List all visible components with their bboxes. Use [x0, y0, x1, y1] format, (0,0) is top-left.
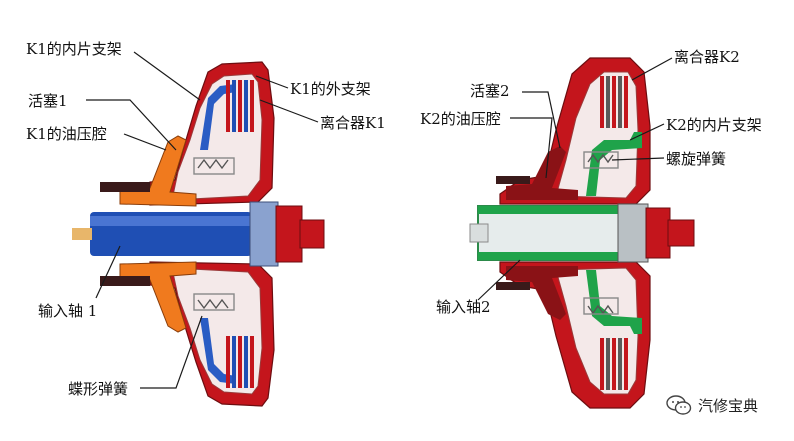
k2-spring-bottom — [583, 297, 619, 315]
label-input-shaft1: 输入轴 1 — [38, 302, 98, 320]
k1-outer-carrier-bottom — [200, 318, 236, 384]
label-clutch-k2: 离合器K2 — [674, 48, 740, 66]
input-shaft-1-highlight — [90, 216, 252, 226]
k2-inner-carrier-bottom — [586, 270, 642, 334]
k2-piston-top — [506, 146, 578, 200]
label-coil-spring: 螺旋弹簧 — [666, 150, 727, 168]
leader-k1-oil-chamber — [123, 133, 167, 151]
k1-hub — [249, 201, 279, 267]
k1-output-flange — [275, 205, 303, 263]
leader-clutch-k1 — [259, 99, 319, 123]
k1-hub-plate-top — [100, 182, 150, 192]
k2-piston-bottom — [506, 266, 578, 320]
label-piston1: 活塞1 — [28, 92, 68, 110]
label-clutch-k1: 离合器K1 — [320, 114, 386, 132]
k2-clutch-pack-bottom — [600, 338, 628, 390]
k2-hub-plate-bottom — [496, 282, 530, 290]
leader-k1-inner-carrier — [133, 51, 201, 101]
k2-output-stub — [667, 219, 695, 247]
input-shaft-2 — [477, 205, 639, 261]
k2-output-flange — [645, 207, 671, 259]
label-input-shaft2: 输入轴2 — [436, 298, 491, 316]
label-k2-oil-chamber: K2的油压腔 — [420, 110, 501, 128]
k2-inner-carrier-top — [586, 132, 642, 196]
k2-clutch-assembly — [469, 57, 695, 409]
leader-piston2 — [522, 91, 561, 149]
k2-splined-hub — [617, 203, 649, 263]
wechat-icon — [666, 395, 692, 415]
leader-piston1 — [86, 99, 177, 151]
leader-input-shaft1 — [95, 245, 121, 299]
k1-clutch-assembly — [72, 61, 325, 407]
leader-input-shaft2 — [477, 259, 521, 301]
label-k1-outer-carrier: K1的外支架 — [290, 80, 371, 98]
watermark-text: 汽修宝典 — [698, 396, 759, 415]
leader-k2-oil-chamber — [510, 117, 553, 179]
k1-spring-top — [193, 157, 235, 175]
leader-coil-spring — [611, 157, 665, 161]
k1-spring-bottom — [193, 293, 235, 311]
k2-clutch-pack-top — [600, 76, 628, 128]
watermark: 汽修宝典 — [666, 394, 758, 416]
k2-hub-plate-top — [496, 176, 530, 184]
label-disc-spring: 蝶形弹簧 — [68, 380, 129, 398]
input-shaft-2-wall-bottom — [478, 252, 638, 260]
input-shaft-1-tip — [72, 228, 92, 240]
k1-output-stub — [299, 219, 325, 249]
k1-outer-carrier-top — [200, 84, 236, 150]
label-piston2: 活塞2 — [470, 82, 510, 100]
k1-hub-plate-bottom — [100, 276, 150, 286]
label-k2-inner-carrier: K2的内片支架 — [666, 116, 762, 134]
leader-lines — [86, 51, 673, 389]
leader-clutch-k2 — [631, 57, 673, 81]
k1-clutch-pack-bottom — [226, 336, 254, 388]
input-shaft-2-bore — [469, 223, 489, 243]
label-k1-inner-carrier: K1的内片支架 — [26, 40, 122, 58]
leader-k1-outer-carrier — [255, 75, 289, 89]
input-shaft-2-wall-top — [478, 206, 638, 214]
leader-k2-inner-carrier — [629, 123, 665, 141]
k1-clutch-pack-top — [226, 80, 254, 132]
leader-disc-spring — [140, 315, 203, 389]
label-k1-oil-chamber: K1的油压腔 — [26, 125, 107, 143]
